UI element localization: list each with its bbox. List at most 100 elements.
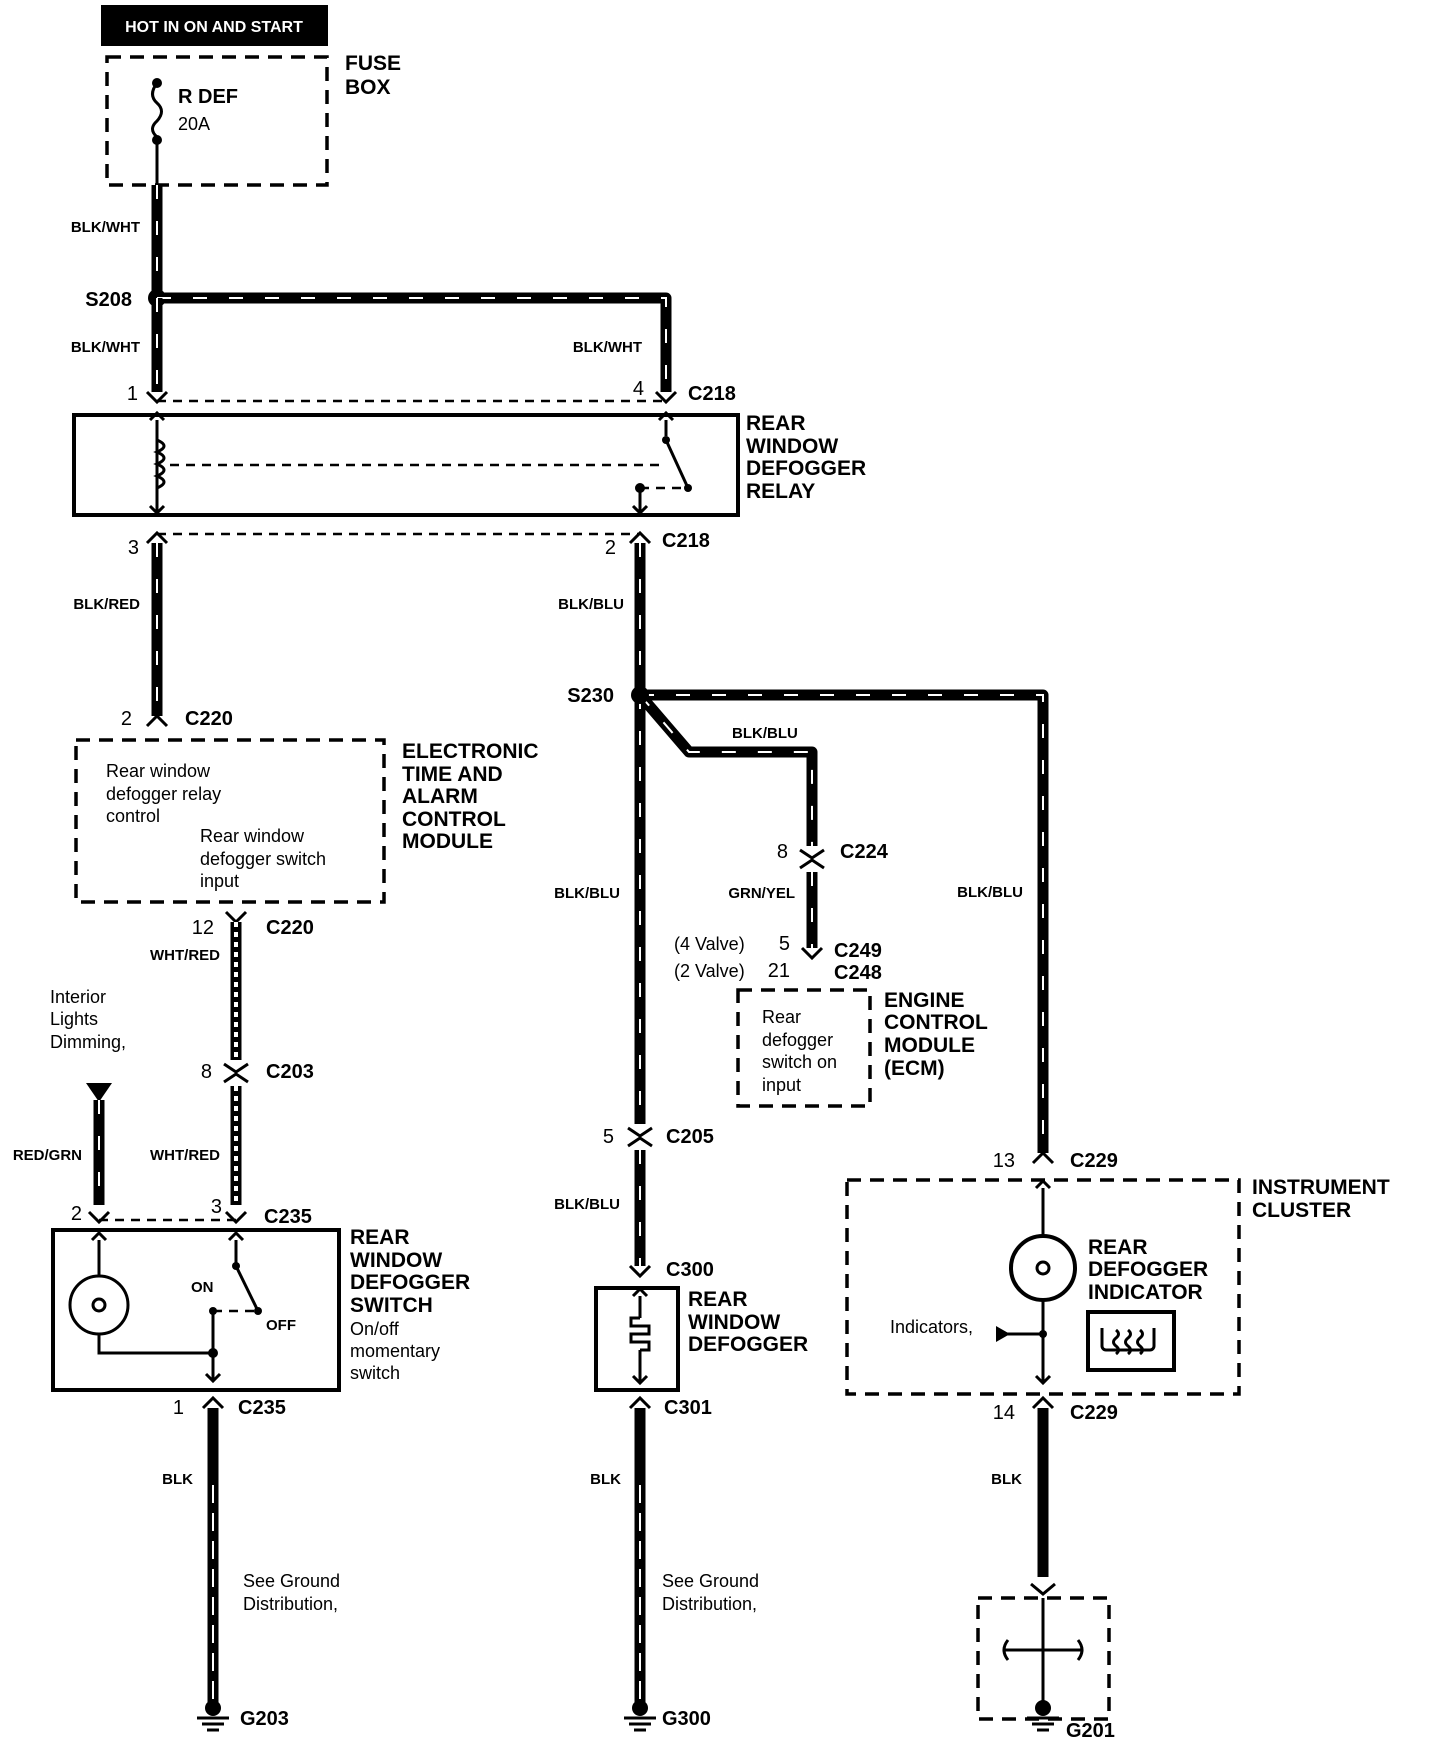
wire-label-blk-2: BLK <box>590 1471 621 1488</box>
wire-label-blk-red: BLK/RED <box>73 596 140 613</box>
etacm-switch-input-1: Rear window <box>200 826 305 846</box>
relay-title-4: RELAY <box>746 480 815 503</box>
c224-label: C224 <box>840 841 889 863</box>
switch-pin3-connector <box>224 1210 248 1225</box>
ecm-input-2: defogger <box>762 1030 833 1050</box>
rear-defogger-symbol-icon <box>1100 1328 1156 1356</box>
etacm-outline <box>74 738 386 904</box>
switch-body <box>51 1228 341 1392</box>
relay-coil-icon <box>153 438 166 490</box>
cluster-pin13-connector <box>1031 1150 1055 1165</box>
interior-lights-2: Lights <box>50 1009 98 1029</box>
wire-label-red-grn: RED/GRN <box>13 1147 82 1164</box>
switch-junction <box>208 1348 218 1358</box>
ground-note-2-line1: See Ground <box>662 1571 759 1591</box>
defogger-heater-grid-icon <box>629 1316 651 1352</box>
ecm-input-4: input <box>762 1075 801 1095</box>
fuse-rating: 20A <box>178 114 210 134</box>
wire-s230-c224 <box>635 691 818 846</box>
defogger-title-3: DEFOGGER <box>688 1333 808 1356</box>
etacm-title-4: CONTROL <box>402 808 506 831</box>
etacm-pin2: 2 <box>121 708 132 730</box>
cluster-connector-bottom: C229 <box>1070 1402 1118 1424</box>
c249-label: C249 <box>834 940 882 962</box>
c301-label: C301 <box>664 1397 712 1419</box>
switch-on-label: ON <box>191 1279 214 1296</box>
etacm-pin12: 12 <box>192 917 214 939</box>
switch-connector-top: C235 <box>264 1206 312 1228</box>
switch-illumination-lamp-icon <box>68 1274 130 1336</box>
relay-pin1-connector <box>145 390 169 405</box>
switch-desc-3: switch <box>350 1363 400 1383</box>
switch-contact <box>254 1307 262 1315</box>
wire-label-blk-wht-1: BLK/WHT <box>71 219 140 236</box>
switch-arm <box>234 1265 260 1312</box>
etacm-title-1: ELECTRONIC <box>402 740 539 763</box>
etacm-title-3: ALARM <box>402 785 478 808</box>
wire-label-blk-blu-5: BLK/BLU <box>554 1196 620 1213</box>
g201-curl <box>1002 1639 1010 1661</box>
switch-arrow <box>204 1372 222 1384</box>
ecm-pin-connector <box>800 946 824 961</box>
wire-label-blk-1: BLK <box>162 1471 193 1488</box>
ecm-title-2: CONTROL <box>884 1011 988 1034</box>
cluster-indicator-title-2: DEFOGGER <box>1088 1258 1208 1281</box>
c224-connector <box>799 848 825 860</box>
c205-connector <box>627 1126 653 1138</box>
relay-pin4: 4 <box>633 378 644 400</box>
relay-pin3: 3 <box>128 537 139 559</box>
splice-s208-label: S208 <box>85 289 132 311</box>
cluster-arrow <box>1034 1178 1052 1190</box>
ground-note-2-line2: Distribution, <box>662 1594 757 1614</box>
ecm-input-1: Rear <box>762 1007 801 1027</box>
fuse-icon <box>151 82 163 139</box>
wire-label-blk-blu-1: BLK/BLU <box>558 596 624 613</box>
ground-g300-label: G300 <box>662 1708 711 1730</box>
defogger-arrow <box>631 1374 649 1386</box>
cluster-title-1: INSTRUMENT <box>1252 1176 1390 1199</box>
g201-curl <box>1076 1639 1084 1661</box>
cluster-indicators-label: Indicators, <box>890 1317 973 1337</box>
switch-title-1: REAR <box>350 1226 410 1249</box>
switch-pin2: 2 <box>71 1203 82 1225</box>
relay-pin3-connector <box>145 530 169 545</box>
fuse-box-outline <box>105 55 329 187</box>
relay-pin2: 2 <box>605 537 616 559</box>
etacm-title-5: MODULE <box>402 830 493 853</box>
wire-label-blk-3: BLK <box>991 1471 1022 1488</box>
ground-g201-icon <box>1035 1700 1051 1716</box>
ground-g203-icon <box>205 1700 221 1716</box>
switch-internal-wire <box>97 1334 213 1355</box>
interior-lights-1: Interior <box>50 987 106 1007</box>
wire-label-blk-wht-2: BLK/WHT <box>71 339 140 356</box>
wire-s230-cluster <box>640 689 1049 1153</box>
defogger-title-1: REAR <box>688 1288 748 1311</box>
cluster-pin13: 13 <box>993 1150 1015 1172</box>
etacm-relay-control-1: Rear window <box>106 761 211 781</box>
wire-label-wht-red-2: WHT/RED <box>150 1147 220 1164</box>
c224-pin: 8 <box>777 841 788 863</box>
etacm-title-2: TIME AND <box>402 763 503 786</box>
fuse-name: R DEF <box>178 86 238 108</box>
ground-g201-label: G201 <box>1066 1720 1115 1742</box>
c205-connector <box>627 1136 653 1148</box>
ecm-valve4-pin: 5 <box>779 933 790 955</box>
c203-connector <box>223 1062 249 1074</box>
fuse-box-title-1: FUSE <box>345 52 401 75</box>
etacm-relay-control-2: defogger relay <box>106 784 221 804</box>
relay-title-3: DEFOGGER <box>746 457 866 480</box>
wire-label-blk-blu-2: BLK/BLU <box>554 885 620 902</box>
defogger-body <box>594 1286 680 1392</box>
switch-pin3: 3 <box>211 1196 222 1218</box>
relay-contact <box>684 484 692 492</box>
cluster-arrow <box>1034 1374 1052 1386</box>
etacm-connector-top: C220 <box>185 708 233 730</box>
wire-stripe <box>639 694 813 846</box>
c300-label: C300 <box>666 1259 714 1281</box>
relay-title-1: REAR <box>746 412 806 435</box>
relay-switch-arm <box>664 439 690 489</box>
c248-label: C248 <box>834 962 882 984</box>
wire-stripe <box>640 694 1044 1153</box>
